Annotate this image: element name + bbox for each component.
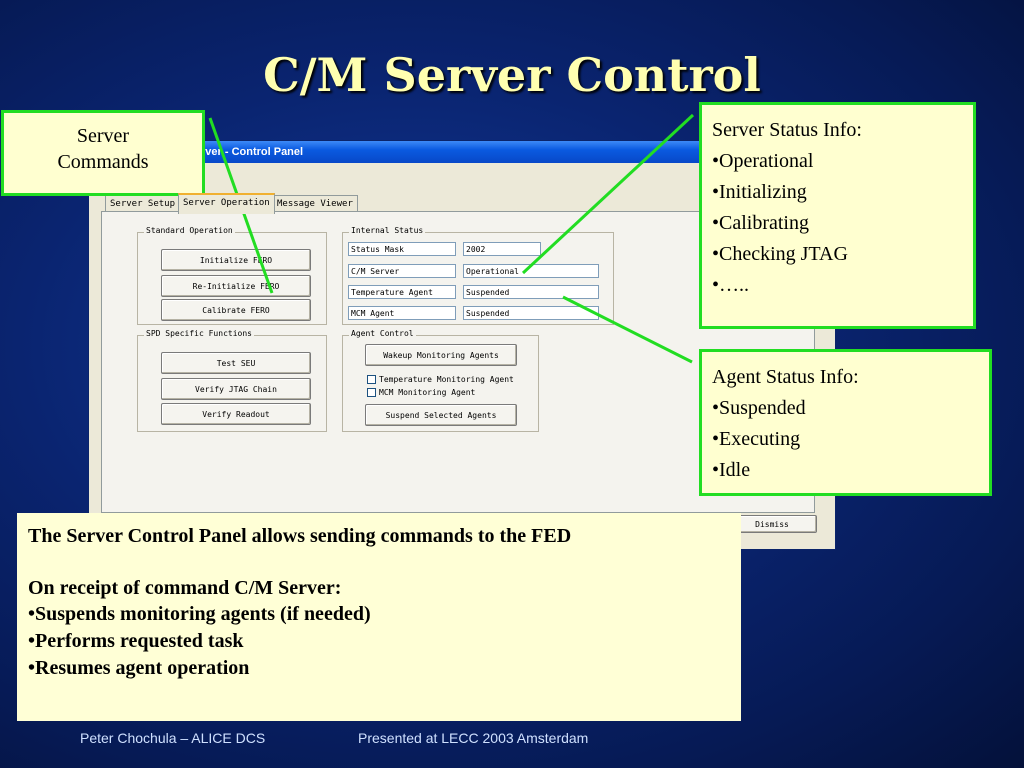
agent-status-item: •Executing <box>712 428 801 450</box>
server-status-item: •Calibrating <box>712 212 809 234</box>
test-seu-button[interactable]: Test SEU <box>161 352 311 374</box>
description-bullet: •Suspends monitoring agents (if needed) <box>28 603 371 625</box>
description-bullet: •Resumes agent operation <box>28 657 250 679</box>
cm-server-value: Operational <box>463 264 599 278</box>
server-commands-callout: Server Commands <box>1 110 205 196</box>
agent-status-item: •Idle <box>712 459 751 481</box>
status-mask-value: 2002 <box>463 242 541 256</box>
status-mask-label: Status Mask <box>348 242 456 256</box>
server-status-item: •Checking JTAG <box>712 243 848 265</box>
mcm-agent-label: MCM Agent <box>348 306 456 320</box>
spd-functions-group: SPD Specific Functions Test SEU Verify J… <box>137 329 327 432</box>
server-status-item: •Operational <box>712 150 814 172</box>
temperature-agent-label: Temperature Agent <box>348 285 456 299</box>
description-subheading: On receipt of command C/M Server: <box>28 577 342 599</box>
checkbox-box[interactable] <box>367 375 376 384</box>
mcm-monitoring-agent-checkbox[interactable]: MCM Monitoring Agent <box>367 388 475 398</box>
standard-operation-group: Standard Operation Initialize FERO Re-In… <box>137 226 327 325</box>
calibrate-fero-button[interactable]: Calibrate FERO <box>161 299 311 321</box>
footer-event: Presented at LECC 2003 Amsterdam <box>358 730 589 746</box>
verify-jtag-chain-button[interactable]: Verify JTAG Chain <box>161 378 311 400</box>
server-status-item: •Initializing <box>712 181 807 203</box>
tab-server-operation[interactable]: Server Operation <box>178 193 275 214</box>
description-box: The Server Control Panel allows sending … <box>17 513 741 721</box>
wakeup-monitoring-agents-button[interactable]: Wakeup Monitoring Agents <box>365 344 517 366</box>
internal-status-label: Internal Status <box>349 226 426 235</box>
temperature-monitoring-agent-label: Temperature Monitoring Agent <box>379 375 514 384</box>
initialize-fero-button[interactable]: Initialize FERO <box>161 249 311 271</box>
server-status-callout: Server Status Info: •Operational •Initia… <box>699 102 976 329</box>
verify-readout-button[interactable]: Verify Readout <box>161 403 311 425</box>
server-status-heading: Server Status Info: <box>712 119 862 141</box>
internal-status-group: Internal Status Status Mask 2002 C/M Ser… <box>342 226 614 325</box>
cm-server-label: C/M Server <box>348 264 456 278</box>
server-status-item: •….. <box>712 274 750 296</box>
standard-operation-label: Standard Operation <box>144 226 235 235</box>
spd-functions-label: SPD Specific Functions <box>144 329 254 338</box>
agent-control-label: Agent Control <box>349 329 416 338</box>
agent-control-group: Agent Control Wakeup Monitoring Agents T… <box>342 329 539 432</box>
mcm-monitoring-agent-label: MCM Monitoring Agent <box>379 388 476 397</box>
agent-status-item: •Suspended <box>712 397 806 419</box>
temperature-agent-value: Suspended <box>463 285 599 299</box>
tab-server-setup[interactable]: Server Setup <box>105 195 181 212</box>
callout-line: Commands <box>57 151 149 173</box>
agent-status-heading: Agent Status Info: <box>712 366 859 388</box>
temperature-monitoring-agent-checkbox[interactable]: Temperature Monitoring Agent <box>367 375 514 385</box>
tab-message-viewer[interactable]: Message Viewer <box>272 195 358 212</box>
slide-title: C/M Server Control <box>263 48 761 102</box>
mcm-agent-value: Suspended <box>463 306 599 320</box>
description-heading: The Server Control Panel allows sending … <box>28 525 572 547</box>
reinitialize-fero-button[interactable]: Re-Initialize FERO <box>161 275 311 297</box>
description-bullet: •Performs requested task <box>28 630 244 652</box>
callout-line: Server <box>76 125 130 147</box>
suspend-selected-agents-button[interactable]: Suspend Selected Agents <box>365 404 517 426</box>
footer-author: Peter Chochula – ALICE DCS <box>80 730 266 746</box>
checkbox-box[interactable] <box>367 388 376 397</box>
agent-status-callout: Agent Status Info: •Suspended •Executing… <box>699 349 992 496</box>
